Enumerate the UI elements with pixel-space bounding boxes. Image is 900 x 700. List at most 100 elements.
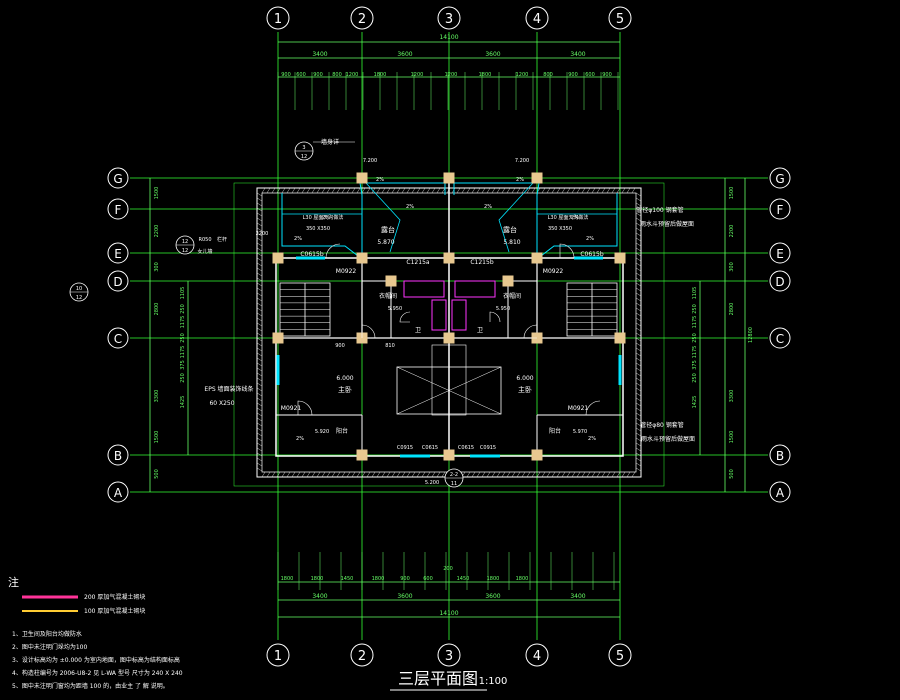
legend-text-2: 100 厚加气混凝土砌块 [84,607,145,615]
code-m0922-right: M0922 [543,268,564,275]
hatch [351,187,356,194]
hatch [466,187,471,194]
level-top-right: 7.200 [515,158,529,164]
grid-row-label: B [776,449,784,463]
grid-bubble-row [107,242,129,264]
slope-note-left: 350 X350 [306,226,330,232]
hatch [351,471,356,478]
hatch [306,187,311,194]
hatch [256,397,263,402]
grid-bubble-row [107,198,129,220]
dim-detail-bot: 1800 [516,576,529,582]
note-item: 4、构造柱编号为 2006-U8-2 见 L-WA 型号 尺寸为 240 X 2… [12,669,183,677]
ref-bubble-top-den: 12 [301,154,307,160]
hatch [635,452,642,457]
room-terrace-left: 阳台 [336,427,348,435]
hatch [635,407,642,412]
room-wash-left: 衣帽间 [379,292,397,300]
dim-right-outer: 2200 [729,225,735,238]
dim-detail-top: 800 [332,72,342,78]
door-m0921-right [585,400,601,416]
hatch [635,427,642,432]
hatch [635,337,642,342]
slope-pct: 2% [322,215,330,221]
hatch [256,417,263,422]
dim-seg-top: 3400 [312,51,327,58]
hatch [256,452,263,457]
ref-bubble-bottom-den: 11 [451,481,457,487]
hatch [635,282,642,287]
dim-note-810: 810 [385,343,395,349]
balcony-right-outline [453,182,618,261]
structural-column [356,449,368,461]
hatch [561,187,566,194]
grid-bubble-row [769,242,791,264]
hatch [591,471,596,478]
hatch [256,252,263,257]
hatch [341,187,346,194]
dim-total-top: 14100 [439,34,458,41]
dim-detail-bot: 1800 [372,576,385,582]
hatch [301,471,306,478]
hatch [256,302,263,307]
hatch [286,187,291,194]
hatch [635,267,642,272]
ref-bubble-far-num: 10 [76,286,82,292]
hatch [256,297,263,302]
bathtub-left [403,280,445,298]
dim-right-inner: 250 [692,304,698,314]
hatch [635,442,642,447]
hatch [386,471,391,478]
hatch [635,417,642,422]
hatch [436,187,441,194]
hatch [635,342,642,347]
hatch [256,467,263,472]
hatch [471,471,476,478]
level-wash-right: 5.950 [496,306,510,312]
hatch [311,471,316,478]
hatch [431,187,436,194]
hatch [376,187,381,194]
hatch [406,471,411,478]
hatch [635,287,642,292]
dim-right-outer: 1500 [729,431,735,444]
code-c0615-4: C0615 [458,445,474,451]
hatch [635,332,642,337]
hatch [261,471,266,478]
dim-right-inner: 1175 [692,316,698,329]
grid-bubble-row [769,198,791,220]
note-item: 5、图中未注明门窗均为距墙 100 的，由业主 了 解 说明。 [12,682,169,690]
legend-text-1: 200 厚加气混凝土砌块 [84,593,145,601]
hatch [496,187,501,194]
hatch [541,187,546,194]
hatch [631,187,636,194]
eps-note: EPS 墙面装饰线条 [204,385,253,393]
hatch [556,471,561,478]
hatch [635,392,642,397]
structural-column [502,275,514,287]
hatch [271,187,276,194]
level-bed-right: 6.000 [516,375,533,382]
hatch [256,357,263,362]
hatch [256,392,263,397]
balcony-left-outline [281,182,446,261]
dim-left-outer: 300 [154,262,160,272]
dim-seg-bot: 3400 [570,593,585,600]
dim-detail-top: 1200 [516,72,529,78]
hatch [331,187,336,194]
hatch [256,262,263,267]
hatch [635,362,642,367]
grid-row-label: E [776,247,784,261]
hatch [635,277,642,282]
hatch [635,302,642,307]
hatch [441,471,446,478]
hatch [256,222,263,227]
hatch [635,242,642,247]
hatch [635,382,642,387]
grid-row-label: A [776,486,785,500]
slope-pct: 2% [294,236,302,242]
hatch [635,462,642,467]
door-bed-r [523,324,538,339]
hatch [551,187,556,194]
hatch [635,227,642,232]
